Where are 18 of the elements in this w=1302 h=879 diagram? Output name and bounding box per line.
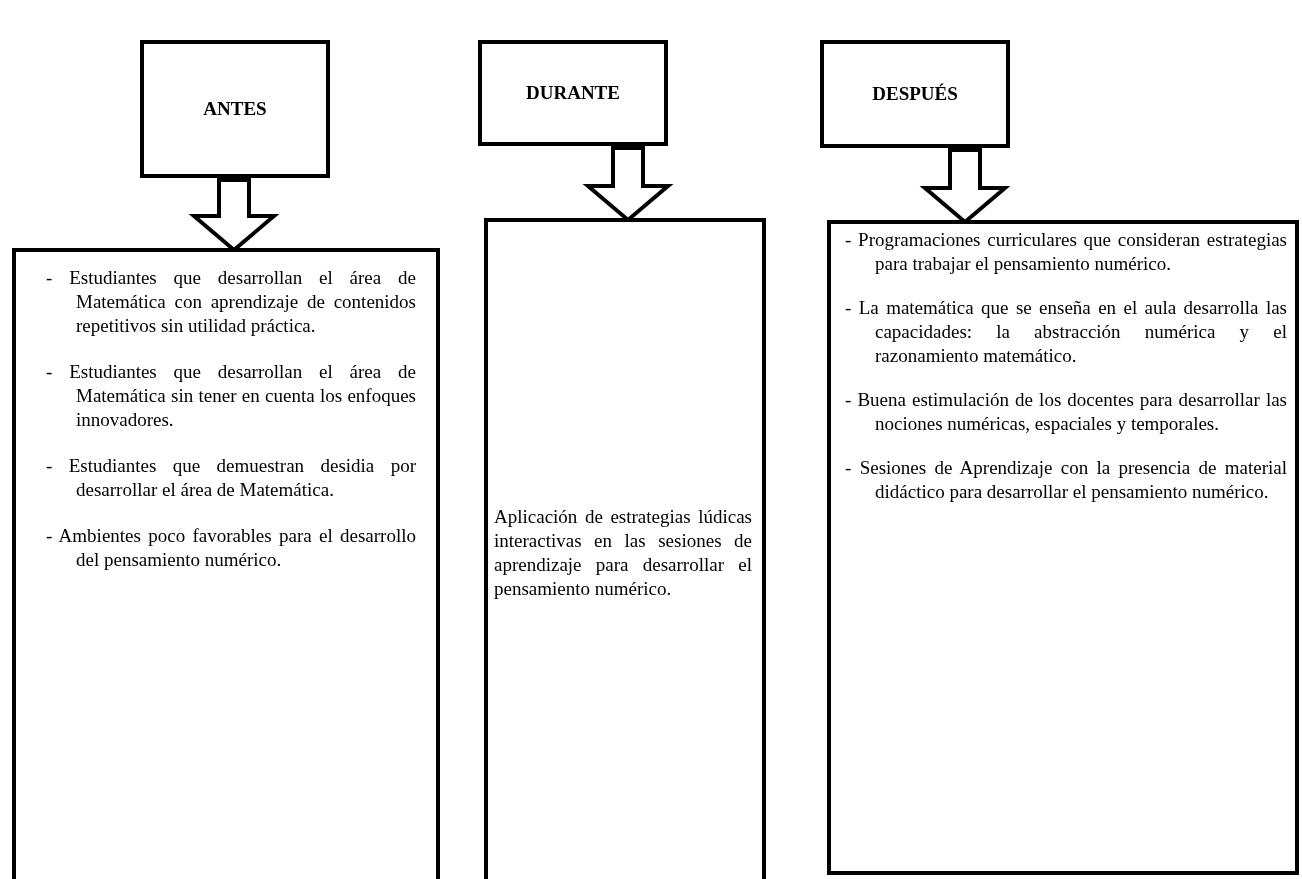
- list-item: - Ambientes poco favorables para el desarrollo del pensamiento numérico.: [46, 524, 416, 572]
- stage-box: [478, 40, 668, 146]
- list-item: - Estudiantes que desarrollan el área de Matemática con aprendizaje de contenidos repetitivos sin utilidad práctica.: [46, 266, 416, 338]
- stage-title: DURANTE: [526, 82, 620, 104]
- content-box: [484, 218, 766, 879]
- list-item: - Sesiones de Aprendizaje con la presencia de material didáctico para desarrollar el pensamiento numérico.: [845, 456, 1287, 504]
- list-item: - Buena estimulación de los docentes para desarrollar las nociones numéricas, espaciales y temporales.: [845, 388, 1287, 436]
- stage-title: ANTES: [203, 98, 267, 120]
- list-item: - Estudiantes que demuestran desidia por desarrollar el área de Matemática.: [46, 454, 416, 502]
- list-item: - La matemática que se enseña en el aula desarrolla las capacidades: la abstracción numérica y el razonamiento matemático.: [845, 296, 1287, 368]
- stage-box: [140, 40, 330, 178]
- list-item: - Programaciones curriculares que consideran estrategias para trabajar el pensamiento numérico.: [845, 228, 1287, 276]
- stage-title: DESPUÉS: [872, 83, 958, 105]
- stage-box: [820, 40, 1010, 148]
- content-box: [827, 220, 1299, 875]
- description-text: Aplicación de estrategias lúdicas interactivas en las sesiones de aprendizaje para desarrollar el pensamiento numérico.: [494, 505, 752, 601]
- list-item: - Estudiantes que desarrollan el área de Matemática sin tener en cuenta los enfoques innovadores.: [46, 360, 416, 432]
- content-box: [12, 248, 440, 879]
